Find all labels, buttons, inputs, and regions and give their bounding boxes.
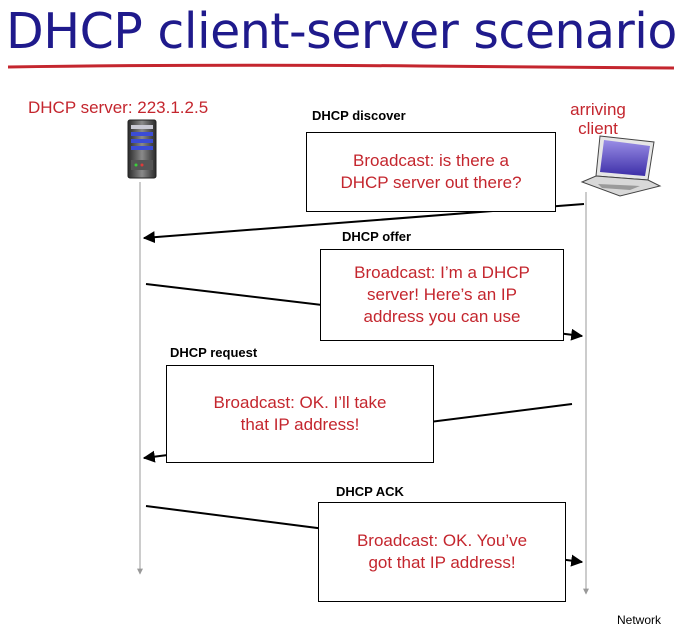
server-icon <box>127 119 157 179</box>
slide-title: DHCP client-server scenario <box>6 3 677 60</box>
ack-label: DHCP ACK <box>336 484 404 499</box>
discover-box: Broadcast: is there a DHCP server out th… <box>306 132 556 212</box>
offer-box: Broadcast: I’m a DHCP server! Here’s an … <box>320 249 564 341</box>
title-underline <box>7 63 675 70</box>
discover-label: DHCP discover <box>312 108 406 123</box>
client-label-line1: arriving <box>570 100 626 119</box>
offer-text: Broadcast: I’m a DHCP server! Here’s an … <box>354 263 530 326</box>
offer-label: DHCP offer <box>342 229 412 244</box>
ack-text: Broadcast: OK. You’ve got that IP addres… <box>356 531 528 572</box>
request-label: DHCP request <box>170 345 258 360</box>
footer-label: Network <box>616 613 661 627</box>
request-text: Broadcast: OK. I’ll take that IP address… <box>213 393 387 434</box>
server-label: DHCP server: 223.1.2.5 <box>28 98 209 117</box>
discover-text: Broadcast: is there a DHCP server out th… <box>340 151 522 192</box>
ack-box: Broadcast: OK. You’ve got that IP addres… <box>318 502 566 602</box>
request-box: Broadcast: OK. I’ll take that IP address… <box>166 365 434 463</box>
laptop-icon <box>580 135 662 197</box>
client-label-line2: client <box>578 119 618 138</box>
client-label: arriving client <box>548 100 648 138</box>
